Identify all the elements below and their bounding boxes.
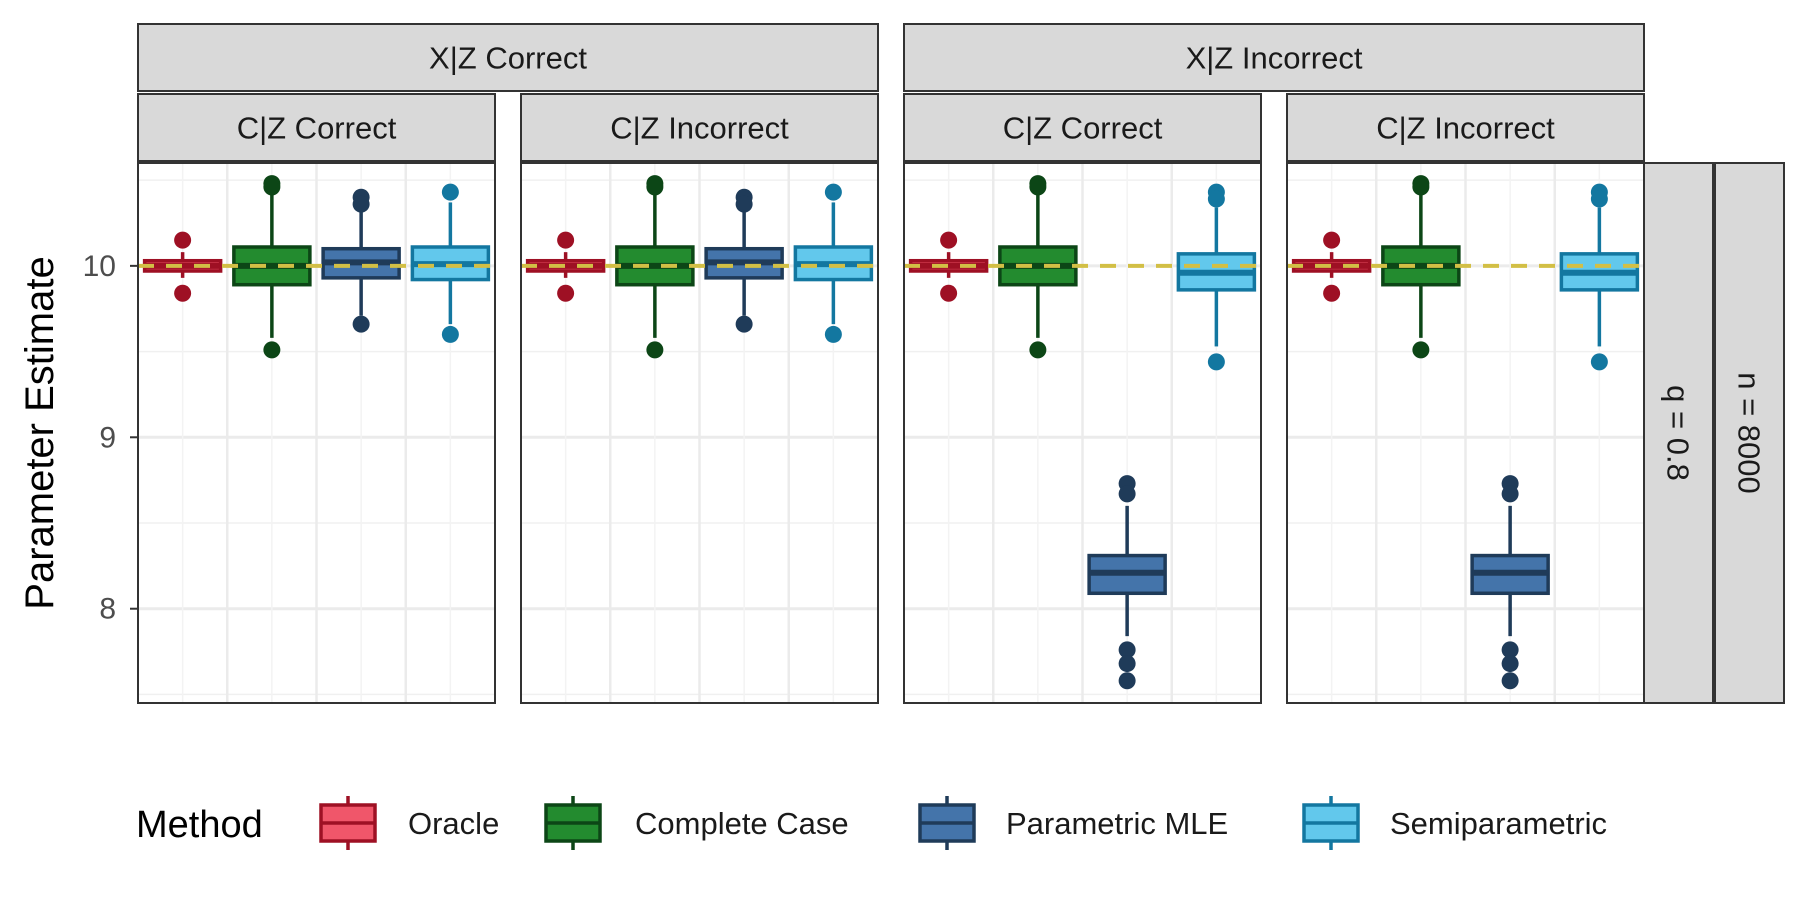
box-complete-case — [615, 175, 695, 359]
box-parametric-mle — [321, 188, 401, 333]
outlier-point — [1501, 485, 1519, 503]
facet-strip — [903, 93, 1262, 162]
panel — [520, 162, 879, 704]
facet-strip-group — [903, 23, 1645, 92]
outlier-point — [1590, 190, 1608, 208]
outlier-point — [263, 341, 281, 359]
facet-strip-label: C|Z Correct — [1003, 111, 1163, 146]
outlier-point — [174, 231, 192, 249]
outlier-point — [646, 341, 664, 359]
legend-key — [1302, 796, 1360, 850]
facet-strip-group-label: X|Z Correct — [429, 41, 587, 76]
outlier-point — [441, 325, 459, 343]
outlier-point — [940, 284, 958, 302]
box-complete-case — [998, 175, 1078, 359]
outlier-point — [1029, 178, 1047, 196]
box-complete-case — [232, 175, 312, 359]
outlier-point — [1207, 190, 1225, 208]
facet-strip-group-label: X|Z Incorrect — [1186, 41, 1363, 76]
outlier-point — [1590, 353, 1608, 371]
facet-strip-label: C|Z Incorrect — [610, 111, 789, 146]
legend-label: Oracle — [408, 806, 499, 841]
panel — [1286, 162, 1645, 704]
y-tick-label: 8 — [99, 593, 116, 626]
panel-border — [520, 162, 879, 704]
legend-key — [319, 796, 377, 850]
legend-title: Method — [136, 804, 263, 846]
outlier-point — [1118, 641, 1136, 659]
outlier-point — [646, 178, 664, 196]
box-semiparametric — [793, 183, 874, 343]
outlier-point — [1118, 655, 1136, 673]
outlier-point — [1207, 353, 1225, 371]
legend-label: Parametric MLE — [1006, 806, 1228, 841]
outlier-point — [735, 315, 753, 333]
y-axis-title: Parameter Estimate — [18, 256, 62, 609]
outlier-point — [1412, 178, 1430, 196]
box-parametric-mle — [704, 188, 784, 333]
outlier-point — [352, 315, 370, 333]
panel — [137, 162, 496, 704]
outlier-point — [1118, 672, 1136, 690]
outlier-point — [263, 178, 281, 196]
outlier-point — [1323, 284, 1341, 302]
facet-strip-row-label: n = 8000 — [1732, 372, 1767, 494]
facet-strip-row — [1643, 162, 1714, 704]
outlier-point — [557, 284, 575, 302]
legend-label: Semiparametric — [1390, 806, 1607, 841]
panel-border — [137, 162, 496, 704]
y-tick-label: 10 — [83, 250, 116, 283]
y-tick-label: 9 — [99, 421, 116, 454]
facet-strip-label: C|Z Incorrect — [1376, 111, 1555, 146]
facet-strip — [520, 93, 879, 162]
outlier-point — [1501, 672, 1519, 690]
box-semiparametric — [1176, 183, 1257, 371]
box-semiparametric — [1559, 183, 1640, 371]
outlier-point — [1323, 231, 1341, 249]
facet-strip — [137, 93, 496, 162]
outlier-point — [1412, 341, 1430, 359]
outlier-point — [1501, 641, 1519, 659]
legend-key — [918, 796, 976, 850]
panel-border — [903, 162, 1262, 704]
facet-strip-group — [137, 23, 879, 92]
box-parametric-mle — [1470, 475, 1550, 690]
outlier-point — [557, 231, 575, 249]
outlier-point — [1029, 341, 1047, 359]
facet-strip-row — [1714, 162, 1785, 704]
outlier-point — [824, 183, 842, 201]
facet-strip-label: C|Z Correct — [237, 111, 397, 146]
outlier-point — [352, 195, 370, 213]
legend-key — [544, 796, 602, 850]
outlier-point — [824, 325, 842, 343]
outlier-point — [441, 183, 459, 201]
outlier-point — [1118, 485, 1136, 503]
outlier-point — [174, 284, 192, 302]
panel — [903, 162, 1262, 704]
outlier-point — [940, 231, 958, 249]
outlier-point — [735, 195, 753, 213]
legend: Method Oracle Complete Case Parametric MLE S… — [136, 796, 1607, 850]
box-parametric-mle — [1087, 475, 1167, 690]
legend-label: Complete Case — [635, 806, 849, 841]
facet-strip-row-label: q = 0.8 — [1661, 385, 1696, 481]
facet-strip — [1286, 93, 1645, 162]
outlier-point — [1501, 655, 1519, 673]
